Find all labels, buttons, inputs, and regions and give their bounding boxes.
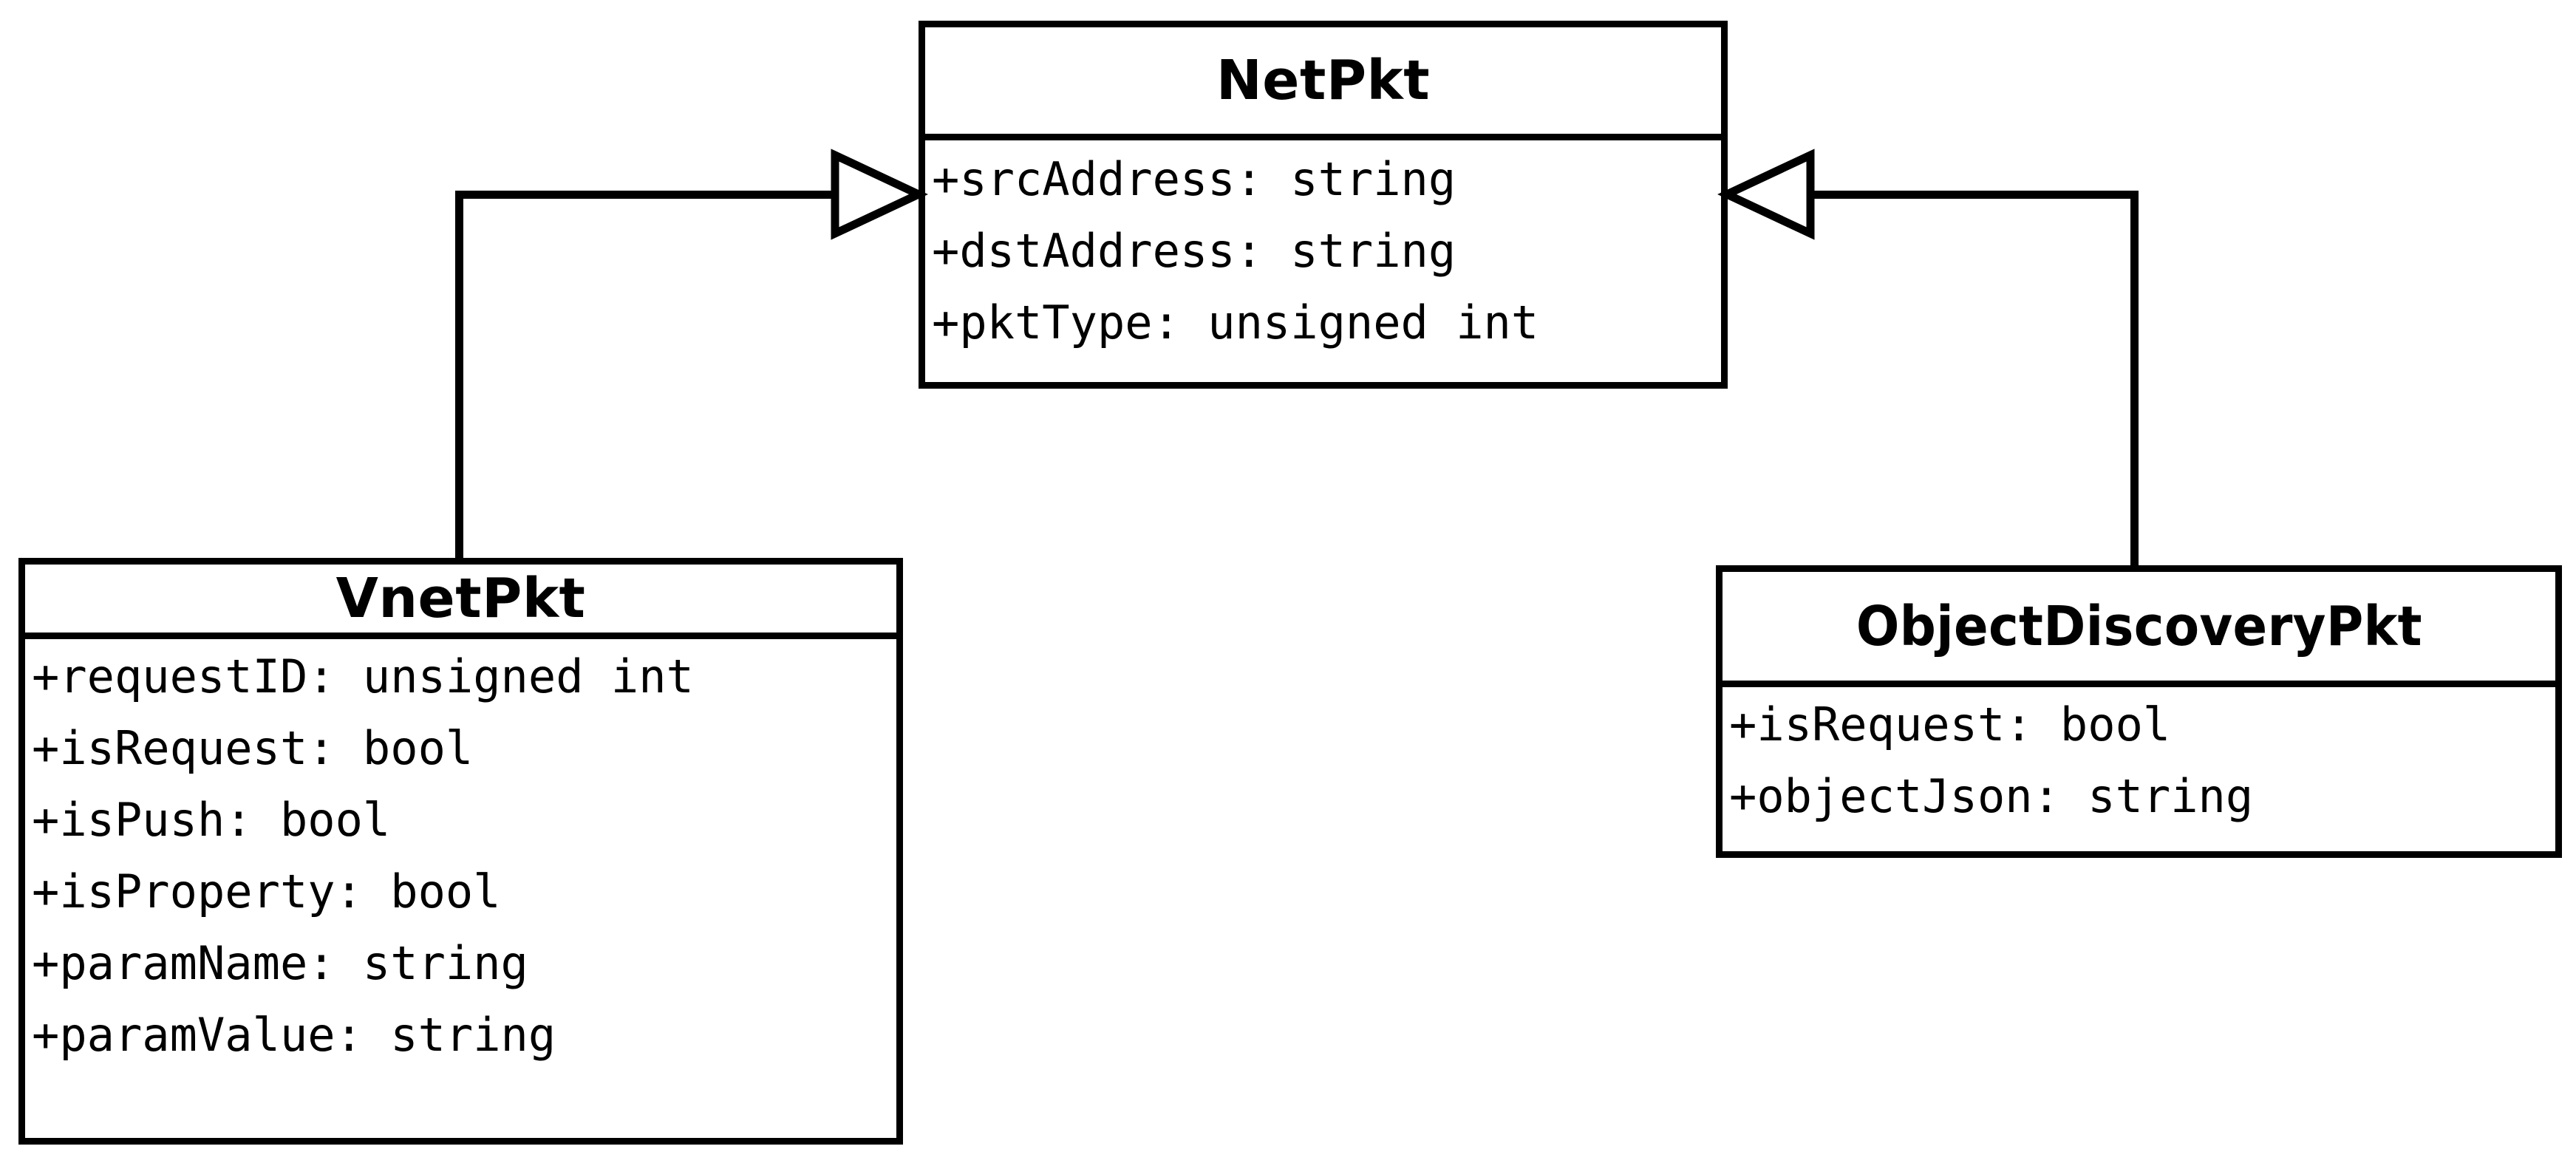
- attribute-item: +isRequest: bool: [32, 721, 474, 775]
- attribute-item: +isPush: bool: [32, 793, 391, 847]
- attribute-item: +paramValue: string: [32, 1008, 556, 1062]
- class-header-vnetpkt: VnetPkt: [25, 565, 896, 639]
- attribute-item: +srcAddress: string: [932, 152, 1456, 206]
- attribute-item: +pktType: unsigned int: [932, 296, 1539, 350]
- generalization-edge-vnetpkt-horizontal: [455, 191, 836, 199]
- class-name-netpkt: NetPkt: [1216, 49, 1431, 112]
- class-name-objectdiscoverypkt: ObjectDiscoveryPkt: [1856, 594, 2422, 658]
- class-header-objectdiscoverypkt: ObjectDiscoveryPkt: [1723, 572, 2555, 687]
- attribute-item: +isProperty: bool: [32, 865, 501, 918]
- attribute-item: +paramName: string: [32, 936, 528, 990]
- uml-class-objectdiscoverypkt[interactable]: ObjectDiscoveryPkt +isRequest: bool +obj…: [1716, 565, 2562, 858]
- attribute-item: +isRequest: bool: [1729, 698, 2171, 751]
- attribute-item: +requestID: unsigned int: [32, 650, 694, 703]
- hollow-triangle-icon-vnetpkt: [831, 149, 928, 240]
- hollow-triangle-icon-objdiscpkt: [1717, 149, 1815, 240]
- class-attributes-objectdiscoverypkt: +isRequest: bool +objectJson: string: [1723, 687, 2555, 851]
- generalization-edge-objdiscpkt-horizontal: [1806, 191, 2139, 199]
- generalization-edge-objdiscpkt-vertical: [2130, 191, 2139, 570]
- uml-class-netpkt[interactable]: NetPkt +srcAddress: string +dstAddress: …: [919, 21, 1728, 389]
- class-header-netpkt: NetPkt: [925, 27, 1721, 140]
- generalization-edge-vnetpkt-vertical: [455, 191, 463, 563]
- class-attributes-netpkt: +srcAddress: string +dstAddress: string …: [925, 140, 1721, 382]
- class-attributes-vnetpkt: +requestID: unsigned int +isRequest: boo…: [25, 639, 896, 1138]
- class-name-vnetpkt: VnetPkt: [335, 567, 586, 630]
- uml-class-vnetpkt[interactable]: VnetPkt +requestID: unsigned int +isRequ…: [18, 558, 903, 1145]
- attribute-item: +dstAddress: string: [932, 224, 1456, 278]
- attribute-item: +objectJson: string: [1729, 769, 2254, 823]
